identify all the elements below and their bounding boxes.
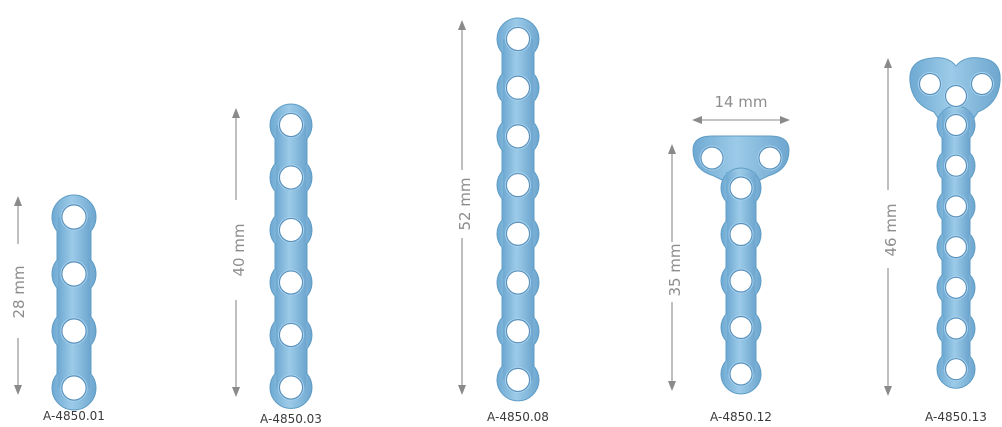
plate-1-group: 28 mm A-4850.01 — [10, 194, 105, 423]
plate-4-image — [692, 135, 790, 395]
plate-2-dimension-arrow — [232, 108, 240, 397]
plate-3-length-label: 52 mm — [456, 177, 474, 230]
plate-2-code: A-4850.03 — [260, 412, 322, 426]
plate-1-image — [51, 194, 97, 411]
plate-4-dimension-arrow — [668, 144, 676, 391]
plate-2-image — [269, 103, 313, 409]
plate-1-dimension-arrow — [14, 196, 22, 395]
plate-4-width-label: 14 mm — [714, 93, 767, 111]
plate-5-dimension-arrow — [884, 58, 892, 396]
plate-4-length-label: 35 mm — [666, 243, 684, 296]
plate-3-image — [496, 17, 540, 402]
plate-4-group: 14 mm 35 mm A-4850.12 — [666, 93, 790, 424]
plate-5-code: A-4850.13 — [925, 410, 987, 424]
plate-5-image — [909, 57, 1001, 389]
plate-3-code: A-4850.08 — [487, 410, 549, 424]
plate-1-length-label: 28 mm — [10, 265, 28, 318]
plate-5-group: 46 mm A-4850.13 — [882, 57, 1001, 424]
plate-2-group: 40 mm A-4850.03 — [230, 103, 322, 426]
plate-2-length-label: 40 mm — [230, 223, 248, 276]
plate-3-group: 52 mm A-4850.08 — [456, 17, 549, 424]
plate-4-code: A-4850.12 — [710, 410, 772, 424]
plate-5-length-label: 46 mm — [882, 203, 900, 256]
plate-4-width-arrow — [692, 116, 790, 124]
plate-1-code: A-4850.01 — [43, 409, 105, 423]
plate-3-dimension-arrow — [458, 20, 466, 395]
